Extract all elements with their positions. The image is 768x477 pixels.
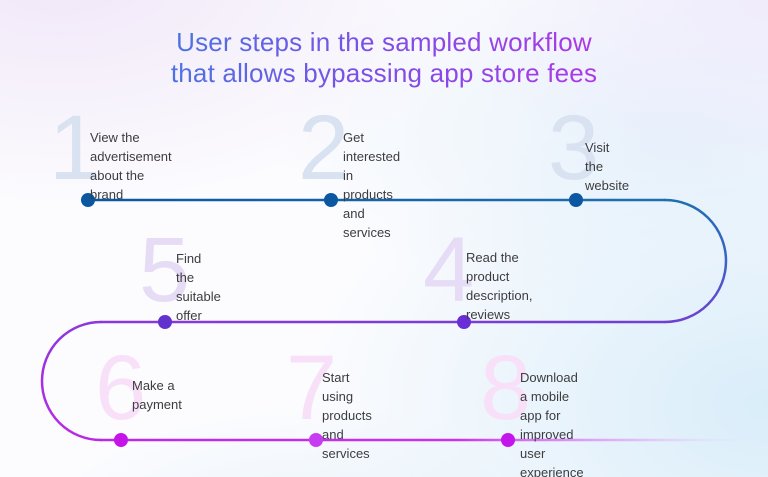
step-number: 6 (95, 337, 147, 439)
step-label: Get interested in products and services (343, 130, 401, 240)
step-dot-8 (501, 433, 515, 447)
step-number: 3 (548, 97, 600, 199)
step-dot-4 (457, 315, 471, 329)
step-number: 5 (139, 219, 191, 321)
step-number: 2 (298, 97, 350, 199)
step-label: Download a mobile app for improved user … (520, 370, 584, 477)
step-number: 1 (49, 97, 101, 199)
step-label: Read the product description, reviews (466, 250, 533, 322)
step-label: Start using products and services (322, 370, 372, 461)
flow-line-left-turn (40, 320, 103, 442)
step-number: 8 (480, 337, 532, 439)
step-label: Make a payment (132, 378, 182, 412)
step-dot-7 (309, 433, 323, 447)
step-label: Visit the website (585, 140, 630, 193)
step-dot-1 (81, 193, 95, 207)
step-dot-2 (324, 193, 338, 207)
step-number: 4 (423, 219, 475, 321)
step-dot-3 (569, 193, 583, 207)
step-dot-5 (158, 315, 172, 329)
step-label: View the advertisement about the brand (90, 130, 172, 202)
step-dot-6 (114, 433, 128, 447)
step-number: 7 (286, 337, 338, 439)
flow-line-right-turn (663, 198, 728, 324)
step-label: Find the suitable offer (176, 251, 221, 323)
